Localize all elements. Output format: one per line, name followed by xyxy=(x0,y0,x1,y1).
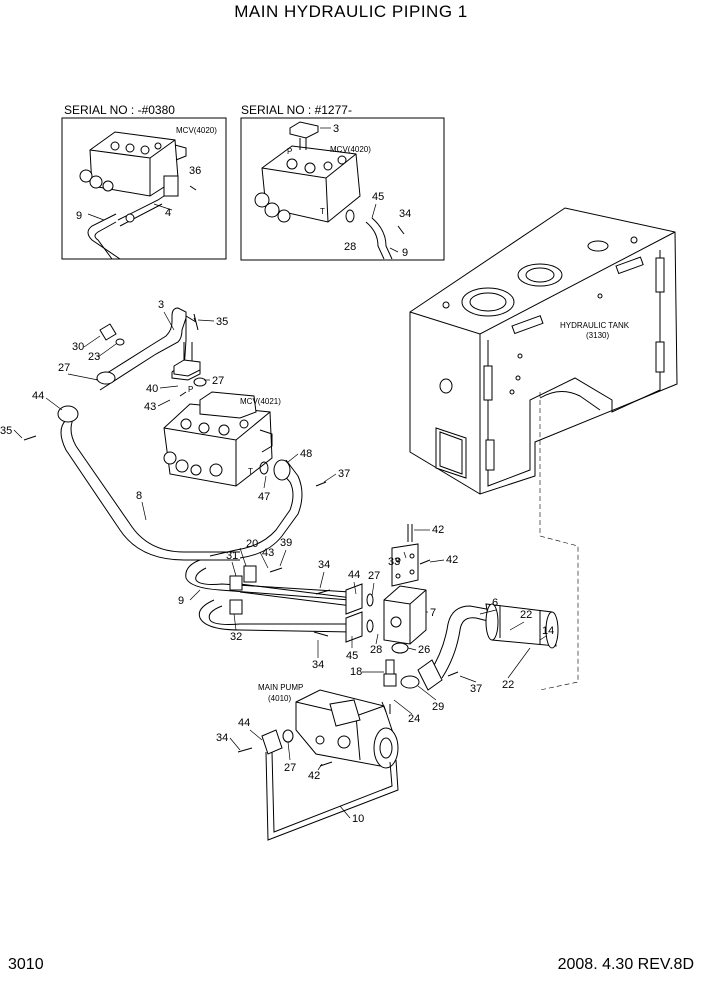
mcv-label-inset-1: MCV(4020) xyxy=(176,126,217,135)
callout-6: 6 xyxy=(492,597,498,609)
callout-43: 43 xyxy=(144,401,156,413)
mcv-main-valve: MCV(4021) P T xyxy=(163,363,281,487)
callout-22-lower: 22 xyxy=(502,679,514,691)
callout-43-mid: 43 xyxy=(262,547,274,559)
callout-34-pump: 34 xyxy=(216,732,228,744)
callout-27-mcv: 27 xyxy=(212,375,224,387)
leader-lines xyxy=(13,311,547,819)
mcv-main-label: MCV(4021) xyxy=(240,397,281,406)
callout-44-lower: 44 xyxy=(238,717,250,729)
mcv-valve-inset-2 xyxy=(254,145,361,223)
callout-27-mid: 27 xyxy=(368,570,380,582)
inset-serial-label: SERIAL NO : -#0380 xyxy=(64,103,175,117)
page-number: 3010 xyxy=(8,956,44,973)
port-t-inset2: T xyxy=(320,207,325,216)
callout-44: 44 xyxy=(32,390,44,402)
hydraulic-tank: HYDRAULIC TANK (3130) xyxy=(409,207,678,691)
callout-37-lower: 37 xyxy=(470,683,482,695)
callout-27-upper: 27 xyxy=(58,362,70,374)
callout-47: 47 xyxy=(258,491,270,503)
bolts xyxy=(23,315,459,767)
callout-35-left: 35 xyxy=(0,425,12,437)
callout-7: 7 xyxy=(430,607,436,619)
port-p-inset2: P xyxy=(287,147,292,156)
callout-42-lower: 42 xyxy=(308,770,320,782)
port-t-main: T xyxy=(248,467,253,476)
callout-45: 45 xyxy=(346,650,358,662)
main-pump-code: (4010) xyxy=(268,694,291,703)
callout-31: 31 xyxy=(226,550,238,562)
callout-34-lower: 34 xyxy=(312,659,324,671)
main-pump: MAIN PUMP (4010) xyxy=(258,683,399,769)
callout-36-inset1: 36 xyxy=(189,165,201,177)
hydraulic-tank-code: (3130) xyxy=(586,331,609,340)
callout-27-lower: 27 xyxy=(284,762,296,774)
callout-28: 28 xyxy=(370,644,382,656)
callout-32: 32 xyxy=(230,631,242,643)
callout-22-upper: 22 xyxy=(520,609,532,621)
callout-42-upper: 42 xyxy=(432,524,444,536)
callout-9-inset2: 9 xyxy=(402,247,408,259)
callout-30: 30 xyxy=(72,341,84,353)
callout-34-upper: 34 xyxy=(318,559,330,571)
callout-10: 10 xyxy=(352,813,364,825)
callout-26: 26 xyxy=(418,644,430,656)
manifold-block-7 xyxy=(383,524,431,645)
callouts-main: 3 35 30 23 27 40 27 43 44 35 48 37 47 8 … xyxy=(0,299,554,825)
fitting-18 xyxy=(383,659,397,687)
pipe-8 xyxy=(57,405,303,561)
callout-4-inset1: 4 xyxy=(165,207,171,219)
mcv-label-inset-2: MCV(4020) xyxy=(330,145,371,154)
callout-14: 14 xyxy=(542,625,554,637)
pipe-9 xyxy=(185,559,374,643)
callout-44-mid: 44 xyxy=(348,569,360,581)
callout-9-inset1: 9 xyxy=(76,210,82,222)
page-title: MAIN HYDRAULIC PIPING 1 xyxy=(234,2,468,21)
callout-40: 40 xyxy=(146,383,158,395)
callout-29: 29 xyxy=(432,701,444,713)
callout-3-inset2: 3 xyxy=(333,123,339,135)
callout-23: 23 xyxy=(88,351,100,363)
callout-18: 18 xyxy=(350,666,362,678)
callout-35: 35 xyxy=(216,316,228,328)
callout-28-inset2: 28 xyxy=(344,241,356,253)
callout-20: 20 xyxy=(246,538,258,550)
port-p-main: P xyxy=(188,385,193,394)
revision-date: 2008. 4.30 REV.8D xyxy=(557,956,694,973)
callout-42-mid: 42 xyxy=(446,554,458,566)
callout-9: 9 xyxy=(178,595,184,607)
callout-8: 8 xyxy=(136,490,142,502)
callout-48: 48 xyxy=(300,448,312,460)
suction-pipe-6 xyxy=(391,603,559,691)
callout-45-inset2: 45 xyxy=(372,191,384,203)
pipe-10 xyxy=(261,729,399,841)
callout-37: 37 xyxy=(338,468,350,480)
callout-3: 3 xyxy=(158,299,164,311)
callout-24: 24 xyxy=(408,713,420,725)
main-pump-label: MAIN PUMP xyxy=(258,683,303,692)
inset-serial-1277: SERIAL NO : #1277- 3 P MCV(4020) T 45 34… xyxy=(240,103,445,261)
inset-serial-label-2: SERIAL NO : #1277- xyxy=(241,103,352,117)
hydraulic-tank-label: HYDRAULIC TANK xyxy=(560,321,630,330)
callout-33: 33 xyxy=(388,556,400,568)
inset-serial-0380: SERIAL NO : -#0380 MCV(4020) 36 4 9 xyxy=(61,103,227,260)
callout-34-inset2: 34 xyxy=(399,208,411,220)
callout-39: 39 xyxy=(280,537,292,549)
